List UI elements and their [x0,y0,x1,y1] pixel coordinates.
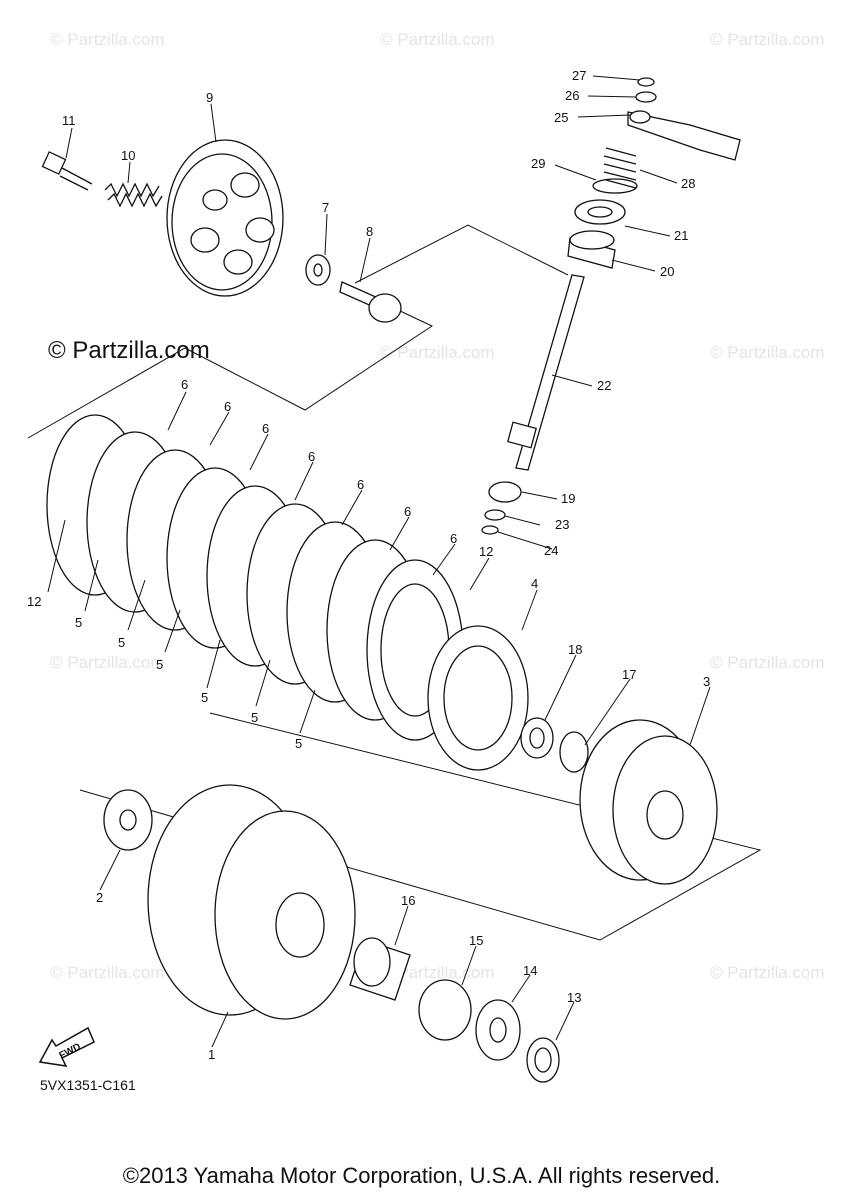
callout-12: 12 [27,594,41,609]
callout-27: 27 [572,68,586,83]
callout-20: 20 [660,264,674,279]
shaft-bearing-parts [567,199,626,269]
callout-14: 14 [523,963,537,978]
callout-6: 6 [357,477,364,492]
plate-part-4 [427,625,529,771]
watermark: © Partzilla.com [380,963,495,982]
callout-24: 24 [544,543,558,558]
callout-4: 4 [531,576,538,591]
callout-22: 22 [597,378,611,393]
main-watermark: © Partzilla.com [48,337,210,364]
callout-29: 29 [531,156,545,171]
callout-6: 6 [404,504,411,519]
pressure-plate-part-9 [166,139,284,297]
copyright-notice: ©2013 Yamaha Motor Corporation, U.S.A. A… [122,1163,721,1188]
callout-13: 13 [567,990,581,1005]
watermark: © Partzilla.com [710,963,825,982]
callout-6: 6 [308,449,315,464]
callout-5: 5 [156,657,163,672]
callout-1: 1 [208,1047,215,1062]
callout-numbers: 9 10 11 7 8 27 26 25 29 28 21 20 22 19 2… [27,68,710,1062]
callout-8: 8 [366,224,373,239]
watermark: © Partzilla.com [710,343,825,362]
bolt-part-11 [41,151,93,191]
callout-5: 5 [118,635,125,650]
callout-5: 5 [251,710,258,725]
watermark: © Partzilla.com [50,963,165,982]
callout-7: 7 [322,200,329,215]
callout-23: 23 [555,517,569,532]
callout-25: 25 [554,110,568,125]
callout-6: 6 [181,377,188,392]
watermark: © Partzilla.com [380,30,495,49]
callout-6: 6 [262,421,269,436]
watermark: © Partzilla.com [710,30,825,49]
push-lever-shaft-part-22 [507,274,585,471]
callout-6: 6 [224,399,231,414]
callout-12: 12 [479,544,493,559]
callout-6: 6 [450,531,457,546]
callout-16: 16 [401,893,415,908]
thrust-washer-part-2 [103,789,153,851]
callout-11: 11 [62,113,76,128]
callout-15: 15 [469,933,483,948]
clutch-plate-stack [46,414,464,741]
watermark: © Partzilla.com [50,653,165,672]
callout-5: 5 [75,615,82,630]
watermark: © Partzilla.com [380,343,495,362]
watermark: © Partzilla.com [710,653,825,672]
callout-26: 26 [565,88,579,103]
callout-21: 21 [674,228,688,243]
washer-nut-parts [520,717,589,773]
callout-3: 3 [703,674,710,689]
push-rod-part-8 [339,281,402,323]
callout-9: 9 [206,90,213,105]
callout-5: 5 [295,736,302,751]
watermark: © Partzilla.com [50,30,165,49]
clutch-housing-part-1 [147,784,356,1020]
callout-5: 5 [201,690,208,705]
leader-lines [47,75,711,1048]
diagram-code: 5VX1351-C161 [40,1077,136,1093]
bearing-part-7 [305,254,331,286]
housing-small-parts [349,937,560,1083]
fwd-arrow: FWD [38,1026,95,1067]
callout-17: 17 [622,667,636,682]
callout-28: 28 [681,176,695,191]
spring-part-10 [104,182,163,208]
callout-10: 10 [121,148,135,163]
callout-19: 19 [561,491,575,506]
shaft-lower-parts [481,481,522,535]
callout-2: 2 [96,890,103,905]
clutch-boss-part-3 [579,719,718,885]
callout-18: 18 [568,642,582,657]
clutch-lever-assembly [592,77,741,194]
